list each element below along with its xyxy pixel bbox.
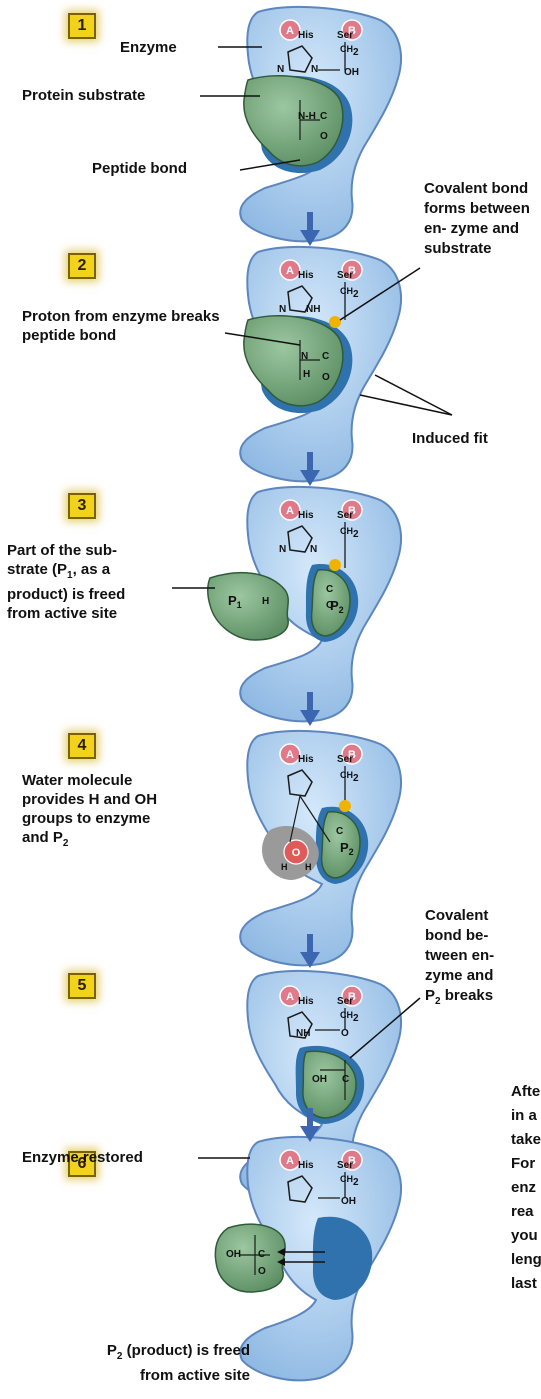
water-molecule-label: Water molecule provides H and OH groups … <box>22 771 157 853</box>
ch2-label: CH2 <box>340 522 359 544</box>
step-badge-1: 1 <box>68 13 96 39</box>
nh-label: NH <box>306 300 320 319</box>
o-label: O <box>326 596 334 615</box>
p1-fragment <box>208 573 288 640</box>
induced-fit-label: Induced fit <box>412 429 488 448</box>
h-label-2: H <box>305 858 312 877</box>
his-label: His <box>298 26 314 45</box>
c-label: C <box>320 107 327 126</box>
covalent-bond-marker <box>329 316 341 328</box>
o-label: O <box>320 127 328 146</box>
svg-text:A: A <box>286 265 294 277</box>
his-label: His <box>298 266 314 285</box>
h-label: H <box>281 858 288 877</box>
site-a-letter: A <box>286 25 294 37</box>
step-badge-5: 5 <box>68 973 96 999</box>
ch2-label: CH2 <box>340 766 359 788</box>
step-badge-2: 2 <box>68 253 96 279</box>
o-label: O <box>258 1262 266 1281</box>
o-label: O <box>341 1024 349 1043</box>
n-label: N <box>277 60 284 79</box>
step-4-illustration: O A B P2 <box>240 731 401 965</box>
flow-arrow-2-3 <box>300 452 320 490</box>
c-label: C <box>322 347 329 366</box>
step-3-illustration: A B P1 P2 <box>172 487 401 721</box>
covalent-bond-breaks-label: Covalent bond be- tween en- zyme and P2 … <box>425 906 494 1012</box>
peptide-bond-label: Peptide bond <box>92 159 187 178</box>
svg-text:A: A <box>286 749 294 761</box>
n-label-2: N <box>311 60 318 79</box>
p2-freed-label: P2 (product) is freed from active site <box>20 1341 250 1385</box>
his-label: His <box>298 506 314 525</box>
n-label-3: N <box>301 347 308 366</box>
h-label: H <box>262 592 269 611</box>
his-label: His <box>298 1156 314 1175</box>
oh-label-2: OH <box>226 1245 241 1264</box>
c-label: C <box>336 822 343 841</box>
protein-substrate-label: Protein substrate <box>22 86 145 105</box>
svg-text:A: A <box>286 1155 294 1167</box>
flow-arrow-4-5 <box>300 934 320 972</box>
his-label: His <box>298 750 314 769</box>
o-label: O <box>322 368 330 387</box>
his-label: His <box>298 992 314 1011</box>
proton-breaks-label: Proton from enzyme breaks peptide bond <box>22 307 230 345</box>
nh-label: N-H <box>298 107 316 126</box>
oh-label: OH <box>312 1070 327 1089</box>
n-label-2: N <box>310 540 317 559</box>
n-label: N <box>279 540 286 559</box>
flow-arrow-1-2 <box>300 212 320 250</box>
ch2-label: CH2 <box>340 1170 359 1192</box>
side-paragraph-clipped: Afte in a take For enz rea you leng last <box>511 1080 541 1296</box>
h-label: H <box>303 365 310 384</box>
ch2-label: CH2 <box>340 40 359 62</box>
svg-text:A: A <box>286 991 294 1003</box>
enzyme-label: Enzyme <box>120 38 177 57</box>
oh-label: OH <box>344 63 359 82</box>
covalent-bond-forms-label: Covalent bond forms between en- zyme and… <box>424 179 534 259</box>
step-badge-4: 4 <box>68 733 96 759</box>
induced-fit-leader-2 <box>375 375 452 415</box>
flow-arrow-5-6 <box>300 1108 320 1146</box>
n-label: N <box>279 300 286 319</box>
flow-arrow-3-4 <box>300 692 320 730</box>
enzyme-restored-label: Enzyme restored <box>22 1148 143 1167</box>
oh-label: OH <box>341 1192 356 1211</box>
induced-fit-leader-1 <box>360 395 452 415</box>
svg-text:O: O <box>292 847 301 859</box>
c-label: C <box>342 1070 349 1089</box>
protein-substrate-shape <box>244 76 343 166</box>
part-freed-label: Part of the sub- strate (P1, as a produc… <box>7 541 125 623</box>
ch2-label: CH2 <box>340 282 359 304</box>
svg-text:A: A <box>286 505 294 517</box>
nh-label: NH <box>296 1024 310 1043</box>
step-badge-3: 3 <box>68 493 96 519</box>
